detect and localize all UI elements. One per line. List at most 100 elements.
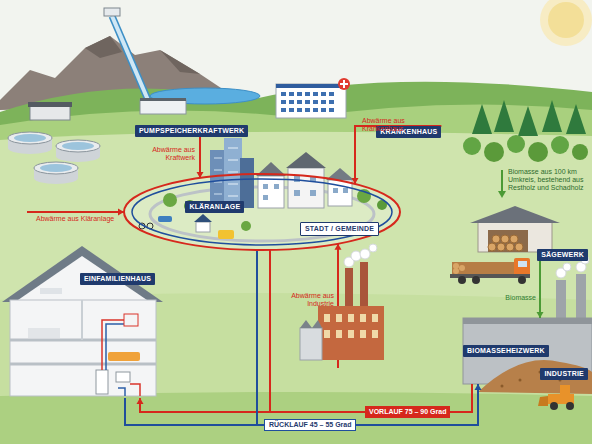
city (158, 216, 172, 222)
forest (463, 137, 481, 155)
sun (540, 0, 592, 46)
heating-plant (501, 385, 504, 388)
city (228, 184, 238, 185)
house (108, 352, 140, 361)
hospital (338, 78, 350, 90)
house (2, 246, 163, 302)
reservoir (112, 16, 148, 100)
pipe-line (539, 261, 541, 318)
city (194, 214, 212, 222)
city (224, 138, 242, 208)
sawmill (497, 243, 505, 251)
sun (540, 0, 592, 46)
forest (494, 100, 514, 132)
factory (360, 314, 366, 322)
sawmill (478, 222, 552, 252)
heating-plant (463, 318, 592, 324)
factory (360, 249, 370, 259)
truck (518, 276, 526, 284)
pipe-connector (352, 126, 442, 184)
sewage-plant (8, 102, 100, 184)
site-tag: PUMPSPEICHERKRAFTWERK (135, 125, 248, 137)
reservoir (104, 8, 260, 114)
factory (300, 328, 322, 360)
house (2, 246, 163, 396)
hills (0, 82, 592, 444)
edge-label: Abwärme aus Kraftwerk (140, 146, 195, 162)
sewage-plant (28, 102, 72, 107)
factory (372, 314, 378, 322)
edge-label: Abwärme aus Kläranlage (36, 215, 114, 223)
hospital (305, 100, 310, 104)
reservoir (104, 8, 120, 16)
hospital (281, 108, 286, 112)
house-area: EINFAMILIENHAUS (0, 242, 165, 398)
factory (324, 314, 330, 322)
house (96, 370, 108, 394)
factory (336, 330, 342, 338)
city (294, 190, 300, 196)
hospital (340, 83, 348, 85)
heating-plant (478, 360, 592, 394)
house (130, 384, 140, 396)
arrow-head (537, 312, 544, 318)
factory (360, 262, 368, 308)
hospital (305, 108, 310, 112)
hospital (313, 92, 318, 96)
hospital (321, 100, 326, 104)
arrow-head (137, 398, 144, 404)
site-label: BIOMASSEHEIZWERK (463, 345, 549, 357)
hills (0, 392, 592, 444)
hospital (297, 108, 302, 112)
house (102, 320, 124, 370)
return-ring (132, 179, 392, 245)
wheel-loader (538, 396, 548, 406)
sewage-plant (8, 132, 52, 144)
city (263, 195, 268, 200)
pipe-connector (257, 250, 478, 425)
forest (528, 142, 548, 162)
site-label: EINFAMILIENHAUS (80, 273, 155, 285)
city (124, 138, 400, 250)
city (333, 188, 338, 193)
hospital (289, 92, 294, 96)
edge-label: Abwärme aus Industrie (280, 292, 334, 308)
hospital (276, 84, 346, 88)
hospital (329, 108, 334, 112)
wheel-loader (550, 402, 558, 410)
site-label: KLÄRANLAGE (189, 203, 240, 211)
house (106, 324, 124, 370)
city (214, 194, 222, 195)
pipe-line (28, 212, 124, 213)
edge-label: Abwärme aus Krankenhaus (362, 117, 426, 133)
biomass-arrow (498, 191, 506, 198)
city (228, 196, 238, 197)
sawmill (510, 235, 518, 243)
hospital (329, 100, 334, 104)
city (214, 158, 222, 159)
factory (348, 314, 354, 322)
hospital (297, 92, 302, 96)
truck (453, 268, 459, 274)
city (343, 188, 348, 193)
wheel-loader (560, 385, 570, 394)
factory (318, 306, 384, 360)
sewage-plant (14, 134, 46, 142)
sawmill (488, 243, 496, 251)
sewage-plant (56, 140, 100, 152)
hospital (329, 92, 334, 96)
pipe-connector (28, 209, 124, 216)
site-label: INDUSTRIE (544, 370, 584, 378)
sawmill (470, 206, 560, 252)
city (196, 222, 210, 232)
house (124, 314, 138, 326)
house (40, 288, 62, 294)
reservoir (140, 98, 186, 101)
edge-label: VORLAUF 75 – 90 Grad (365, 406, 450, 418)
heating-plant (576, 274, 586, 320)
hospital (313, 100, 318, 104)
factory (372, 330, 378, 338)
city (228, 160, 238, 161)
hospital (321, 92, 326, 96)
